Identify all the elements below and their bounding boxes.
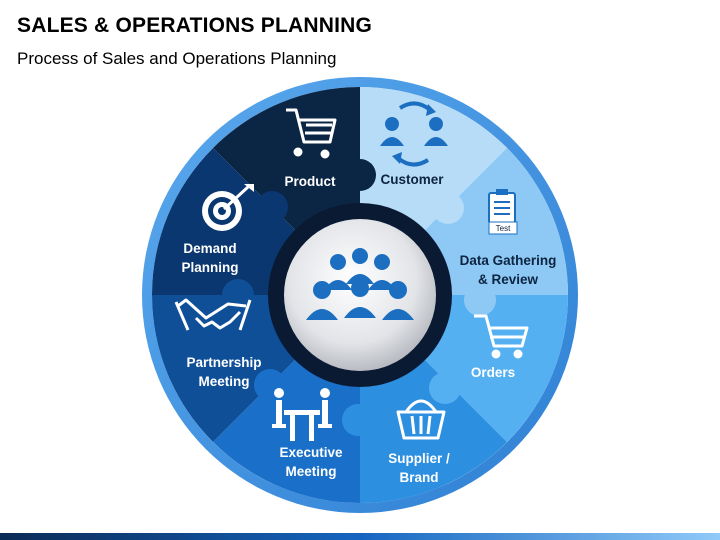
bottom-accent-bar bbox=[0, 533, 720, 540]
customer-exchange-icon bbox=[380, 101, 448, 167]
label-supplier-line1: Supplier / bbox=[388, 451, 450, 466]
team-group-icon bbox=[306, 248, 414, 320]
shopping-cart-icon bbox=[286, 108, 337, 159]
label-demand-line1: Demand bbox=[183, 241, 236, 256]
label-partnership-line1: Partnership bbox=[186, 355, 261, 370]
page-title: SALES & OPERATIONS PLANNING bbox=[17, 14, 373, 37]
label-orders: Orders bbox=[471, 365, 515, 380]
clipboard-test-label: Test bbox=[496, 224, 511, 233]
clipboard-test-icon: Test bbox=[488, 189, 518, 235]
cart-icon bbox=[474, 314, 529, 359]
page-subtitle: Process of Sales and Operations Planning bbox=[17, 49, 337, 68]
label-partnership-line2: Meeting bbox=[198, 374, 249, 389]
label-customer: Customer bbox=[380, 172, 444, 187]
label-data-gathering-line2: & Review bbox=[478, 272, 539, 287]
label-demand-line2: Planning bbox=[182, 260, 239, 275]
meeting-table-icon bbox=[272, 388, 332, 441]
label-data-gathering-line1: Data Gathering bbox=[460, 253, 557, 268]
label-supplier-line2: Brand bbox=[399, 470, 438, 485]
basket-icon bbox=[396, 399, 446, 440]
label-product: Product bbox=[284, 174, 336, 189]
label-executive-line2: Meeting bbox=[285, 464, 336, 479]
target-icon bbox=[202, 184, 254, 231]
handshake-icon bbox=[174, 298, 252, 331]
segment-tabs bbox=[222, 159, 496, 436]
label-executive-line1: Executive bbox=[279, 445, 343, 460]
